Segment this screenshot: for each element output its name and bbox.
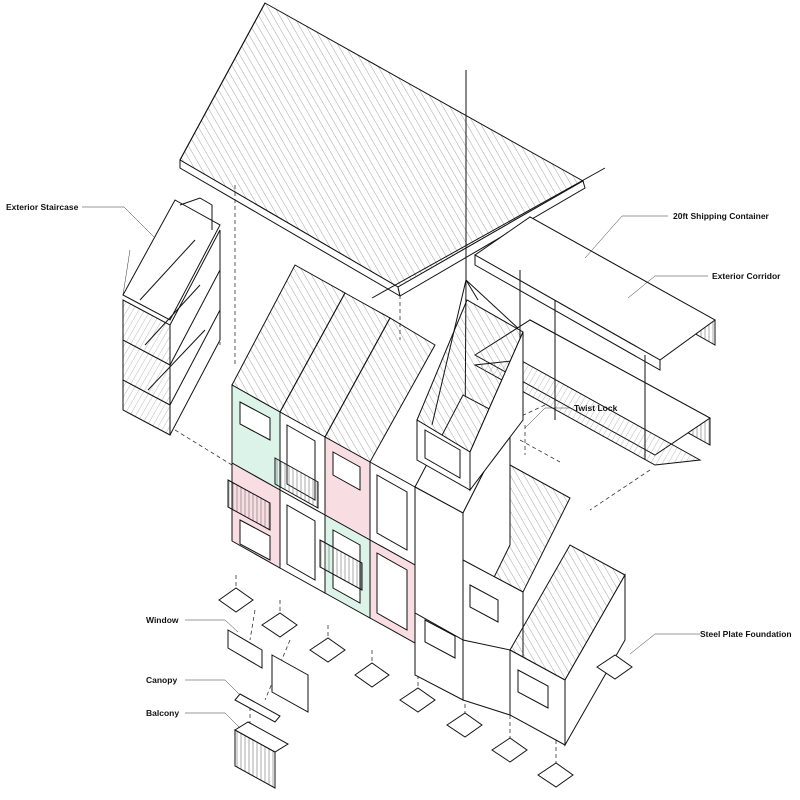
label-exterior-staircase: Exterior Staircase (6, 202, 79, 212)
label-twist-lock: Twist Lock (574, 403, 618, 413)
exploded-window (227, 629, 309, 713)
label-canopy: Canopy (146, 675, 177, 685)
leader-lines (82, 206, 708, 729)
label-steel-plate-foundation: Steel Plate Foundation (700, 629, 792, 639)
exterior-staircase (122, 197, 221, 436)
exploded-balcony (234, 721, 289, 789)
roof (179, 2, 586, 298)
exploded-canopy (234, 693, 281, 723)
label-balcony: Balcony (146, 708, 179, 718)
label-20ft-shipping-container: 20ft Shipping Container (673, 211, 770, 221)
exterior-corridor (473, 216, 716, 466)
steel-plate-foundations (218, 587, 633, 788)
label-window: Window (146, 615, 179, 625)
label-exterior-corridor: Exterior Corridor (712, 271, 781, 281)
container-stack-left (227, 264, 436, 644)
lifted-shipping-container (416, 299, 524, 492)
